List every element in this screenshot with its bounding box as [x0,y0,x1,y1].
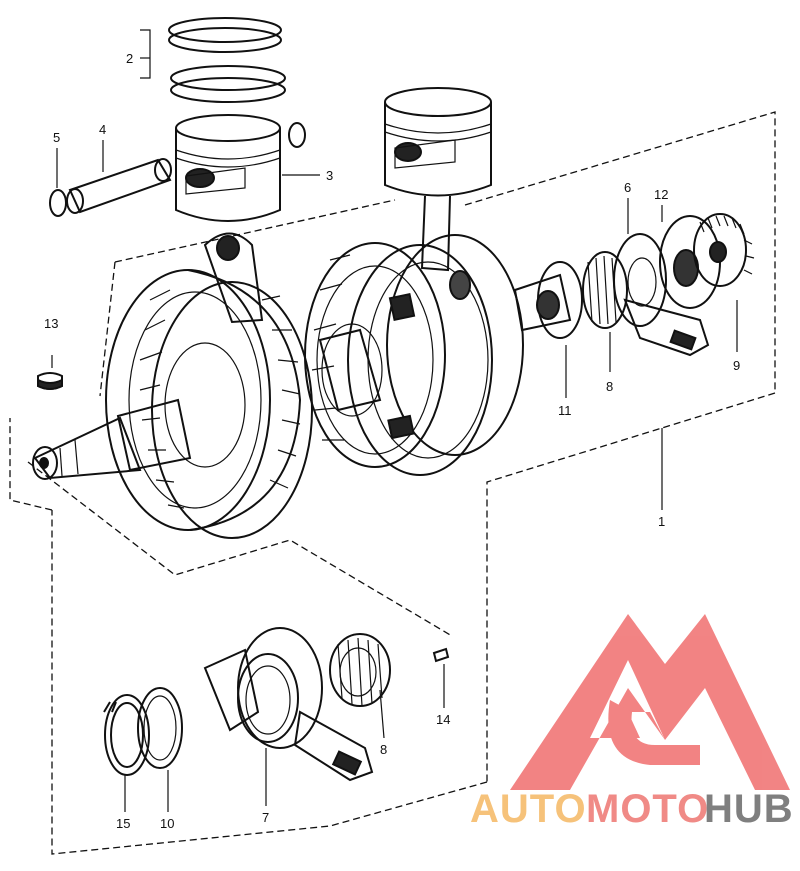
watermark-auto: AUTO [470,787,587,831]
callout-12: 12 [654,187,668,202]
callout-1: 1 [658,514,665,529]
callout-4: 4 [99,122,106,137]
flywheel-left [105,269,313,539]
callout-14: 14 [436,712,450,727]
callout-10: 10 [160,816,174,831]
woodruff-key [37,372,63,390]
watermark-moto: MOTO [586,787,709,831]
callouts: 2 3 4 5 6 12 13 9 8 11 1 14 8 7 10 15 [44,51,740,831]
watermark-triangle-icon [510,614,790,790]
leader-lines [51,29,738,812]
watermark-hub: HUB [704,787,794,831]
lower-detail [103,627,450,782]
piston-pin-assembly [49,122,306,217]
callout-13: 13 [44,316,58,331]
crank-shaft-right [513,213,755,357]
callout-8a: 8 [606,379,613,394]
callout-2: 2 [126,51,133,66]
callout-9: 9 [733,358,740,373]
callout-6: 6 [624,180,631,195]
piston-left [175,114,281,222]
watermark-logo [510,614,790,790]
callout-8b: 8 [380,742,387,757]
watermark-text: AUTO MOTO HUB [470,787,794,831]
callout-5: 5 [53,130,60,145]
callout-7: 7 [262,810,269,825]
piston-right [384,87,492,272]
crank-shaft-end [32,398,192,480]
callout-3: 3 [326,168,333,183]
assembly-boundary [9,111,776,855]
callout-11: 11 [558,403,572,418]
piston-rings [168,17,286,103]
callout-15: 15 [116,816,130,831]
flywheel-middle [304,234,524,476]
connecting-rod-left [203,232,264,324]
